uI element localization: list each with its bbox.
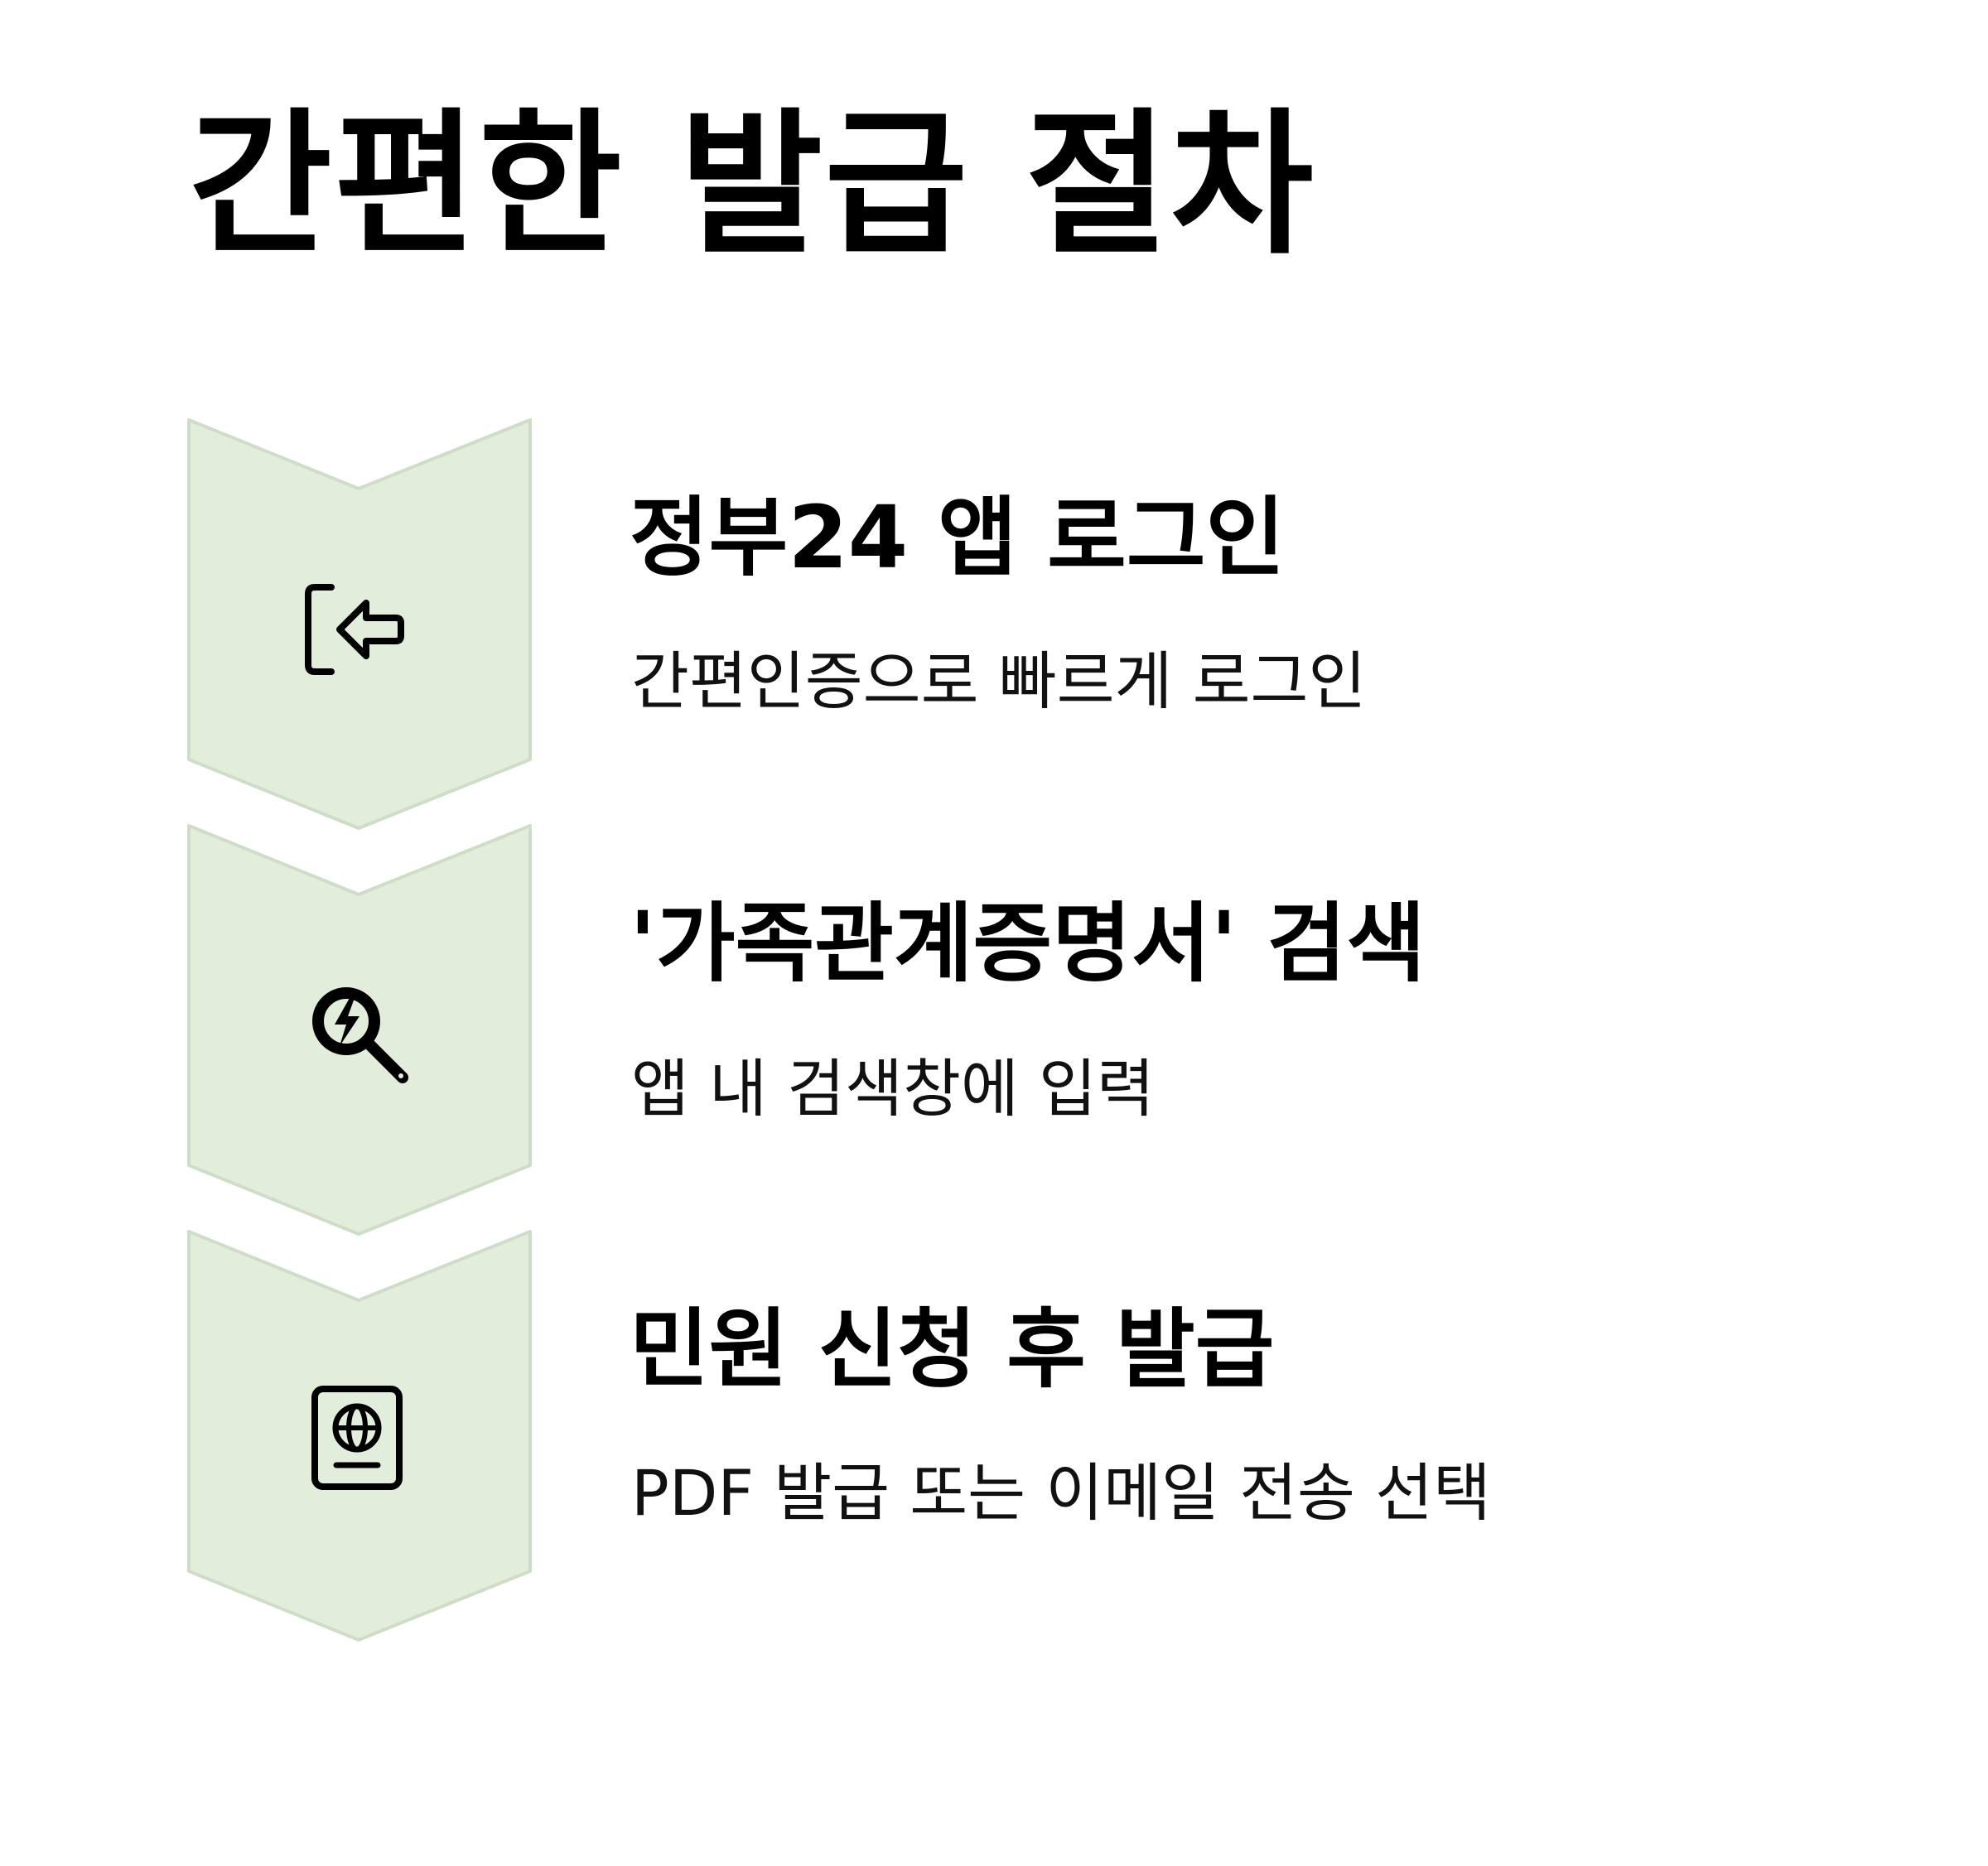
chevron-shape — [187, 418, 532, 830]
step-description: PDF 발급 또는 이메일 전송 선택 — [631, 1456, 1491, 1530]
step-2: '가족관계증명서' 검색 앱 내 검색창에 입력 — [0, 824, 1988, 1238]
step-description: 간편인증으로 빠르게 로그인 — [631, 644, 1367, 718]
passport-icon — [311, 1386, 403, 1490]
step-description: 앱 내 검색창에 입력 — [631, 1052, 1155, 1126]
step-title: 민원 신청 후 발급 — [630, 1299, 1275, 1400]
step-title: '가족관계증명서' 검색 — [630, 893, 1426, 994]
step-1: 정부24 앱 로그인 간편인증으로 빠르게 로그인 — [0, 418, 1988, 832]
search-icon — [312, 987, 408, 1083]
chevron-shape — [187, 824, 532, 1236]
step-3: 민원 신청 후 발급 PDF 발급 또는 이메일 전송 선택 — [0, 1230, 1988, 1644]
step-title: 정부24 앱 로그인 — [630, 487, 1286, 588]
page-title: 간편한 발급 절차 — [189, 94, 1315, 276]
login-icon — [305, 584, 404, 675]
chevron-shape — [187, 1230, 532, 1642]
